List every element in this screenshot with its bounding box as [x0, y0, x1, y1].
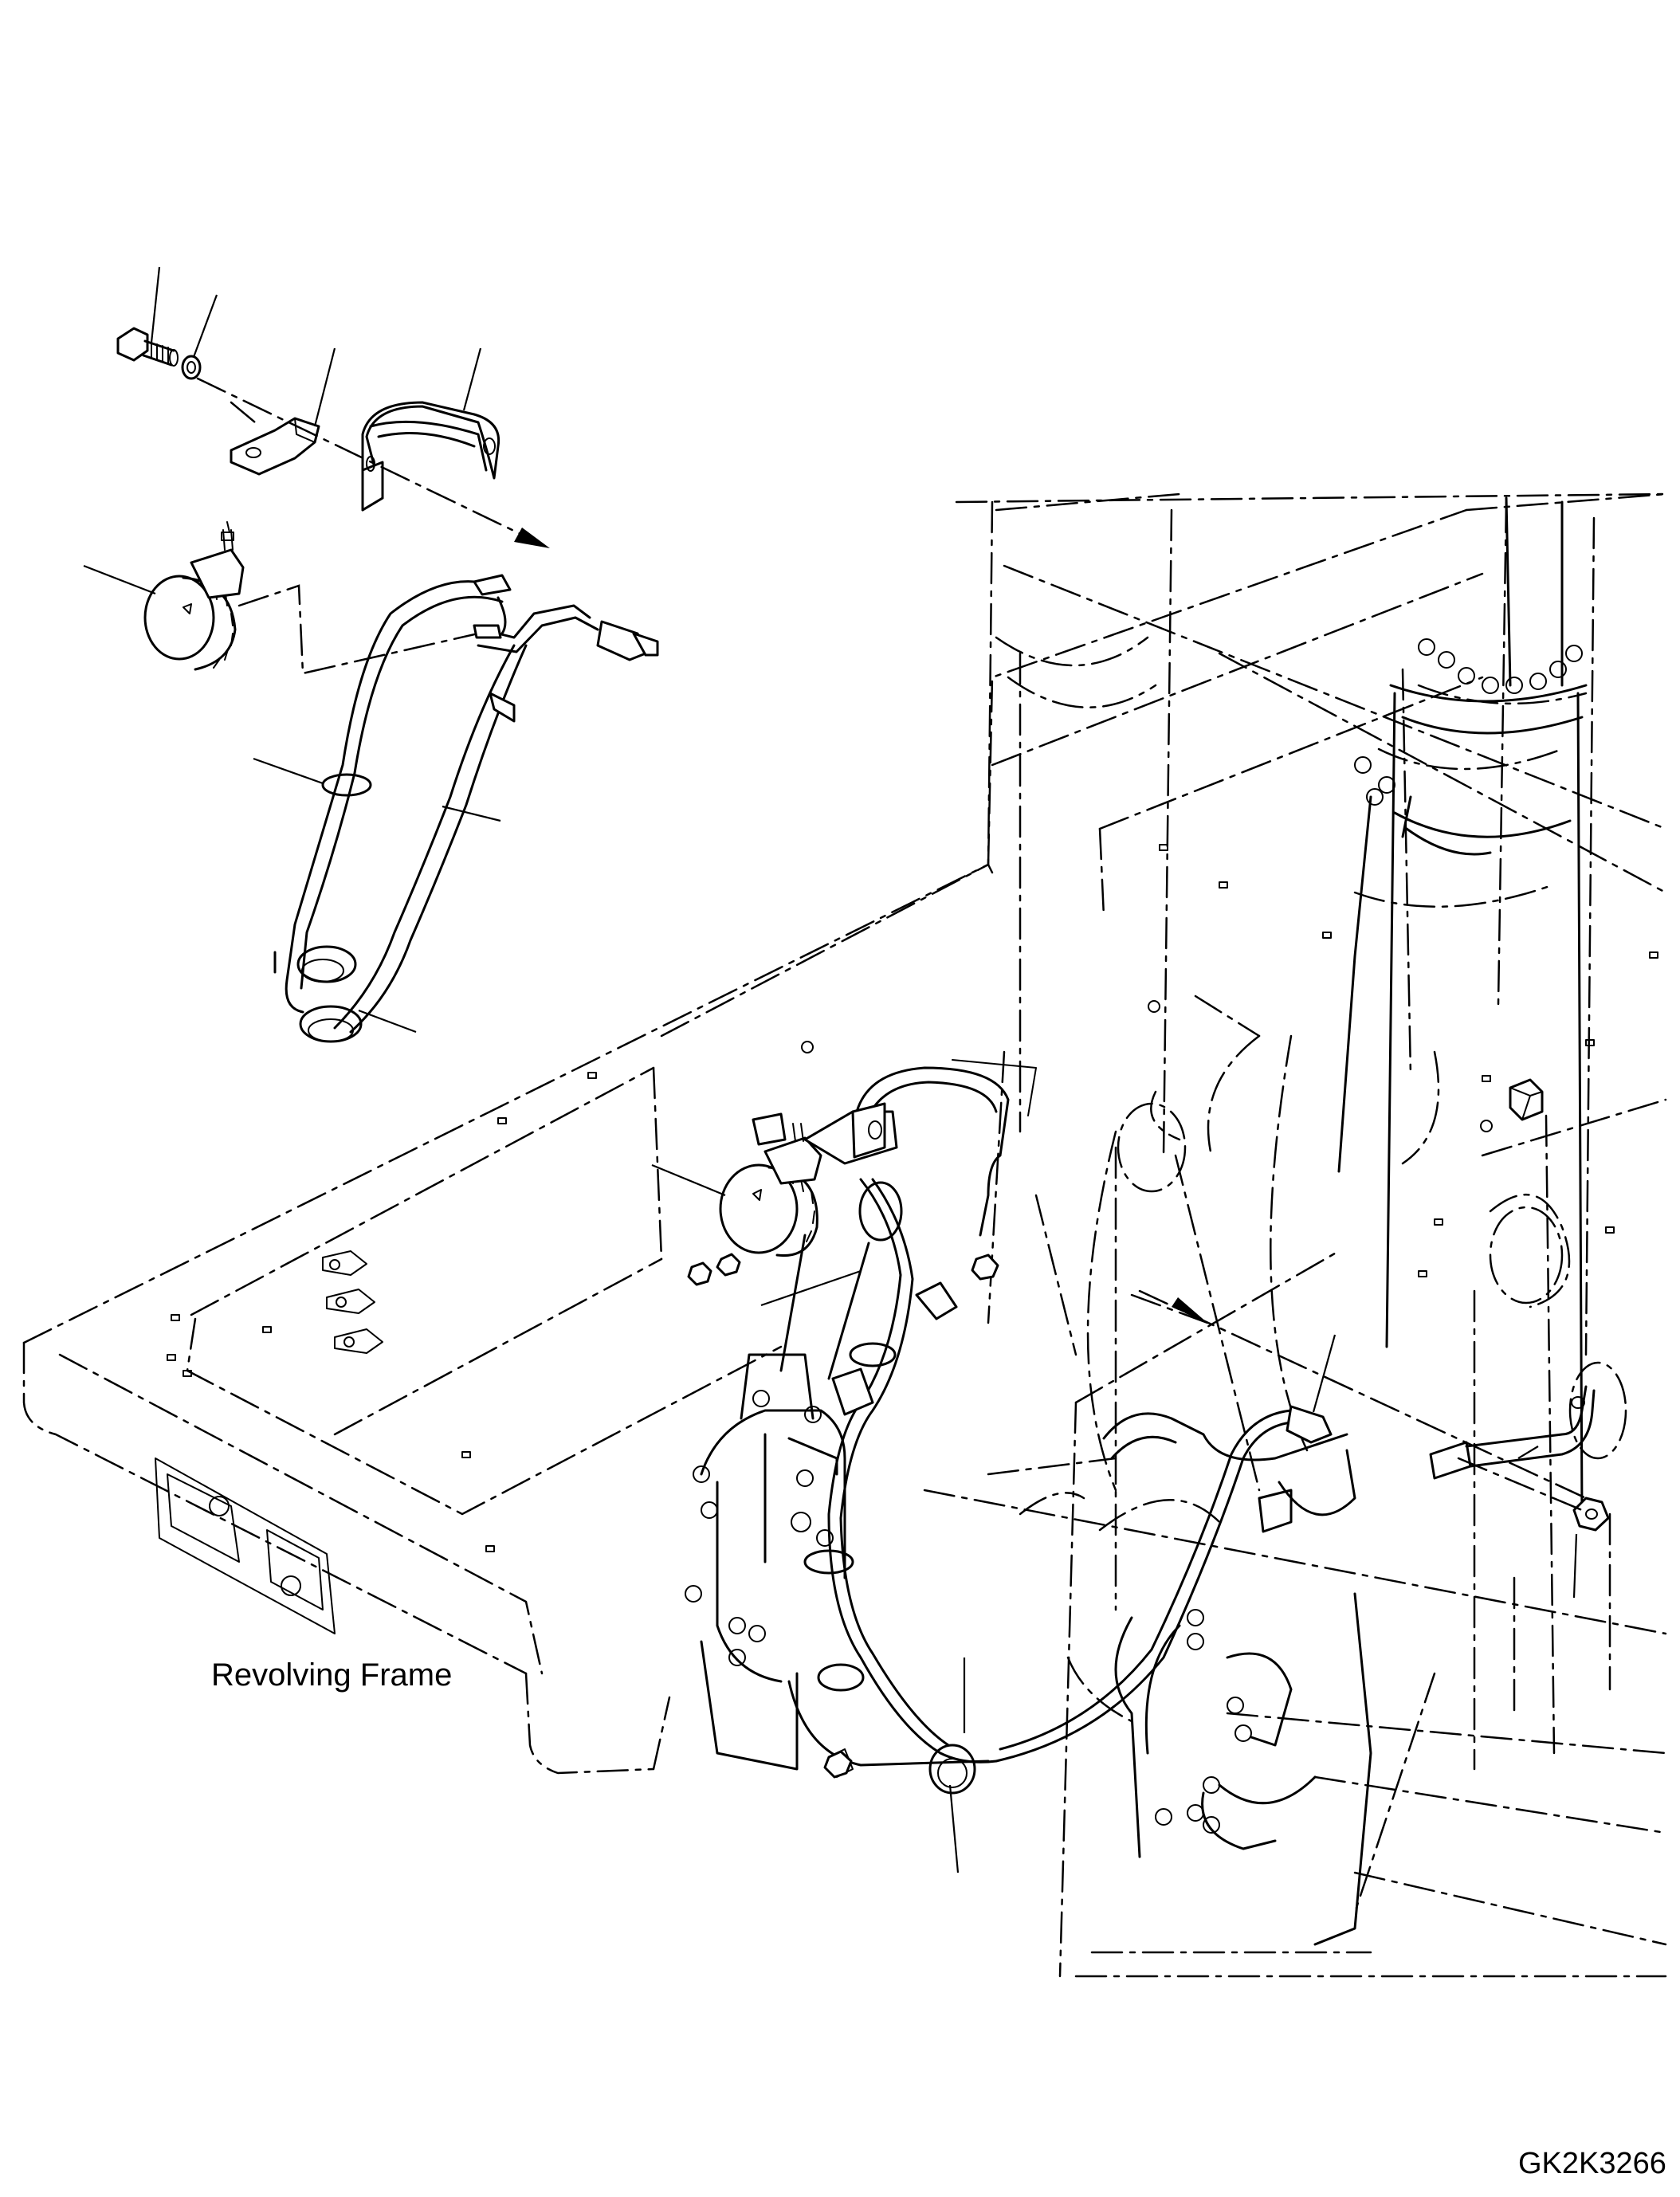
frame-label: Revolving Frame	[211, 1658, 452, 1693]
washer	[181, 355, 202, 380]
bolt	[116, 327, 179, 367]
installed-harness	[803, 1178, 1333, 1795]
wiring-harness	[273, 574, 659, 1043]
pin-bosses	[1117, 1102, 1627, 1460]
side-clamp-band	[1130, 1289, 1610, 1532]
leader-lines	[83, 266, 1578, 1873]
right-cylinder	[1114, 496, 1588, 1946]
exploded-parts	[116, 327, 659, 1043]
right-clamp	[1102, 1412, 1356, 1533]
boom-structure-outline	[987, 492, 1596, 1771]
bracket	[230, 417, 320, 476]
frame-markers	[167, 844, 1658, 1552]
installed-clamp	[803, 1059, 1037, 1237]
installed-parts	[687, 1059, 1610, 1795]
frame-nuts	[687, 1078, 1544, 1779]
installed-horn	[719, 1112, 822, 1257]
left-cylinder-base	[685, 1234, 990, 1778]
drawing-number: GK2K3266	[1518, 2147, 1666, 2180]
horn	[143, 521, 245, 671]
frame-side-plate	[155, 1457, 336, 1634]
clamp-band	[361, 401, 500, 512]
ground-terminals	[322, 1250, 383, 1354]
revolving-frame-outline	[22, 492, 1667, 1978]
